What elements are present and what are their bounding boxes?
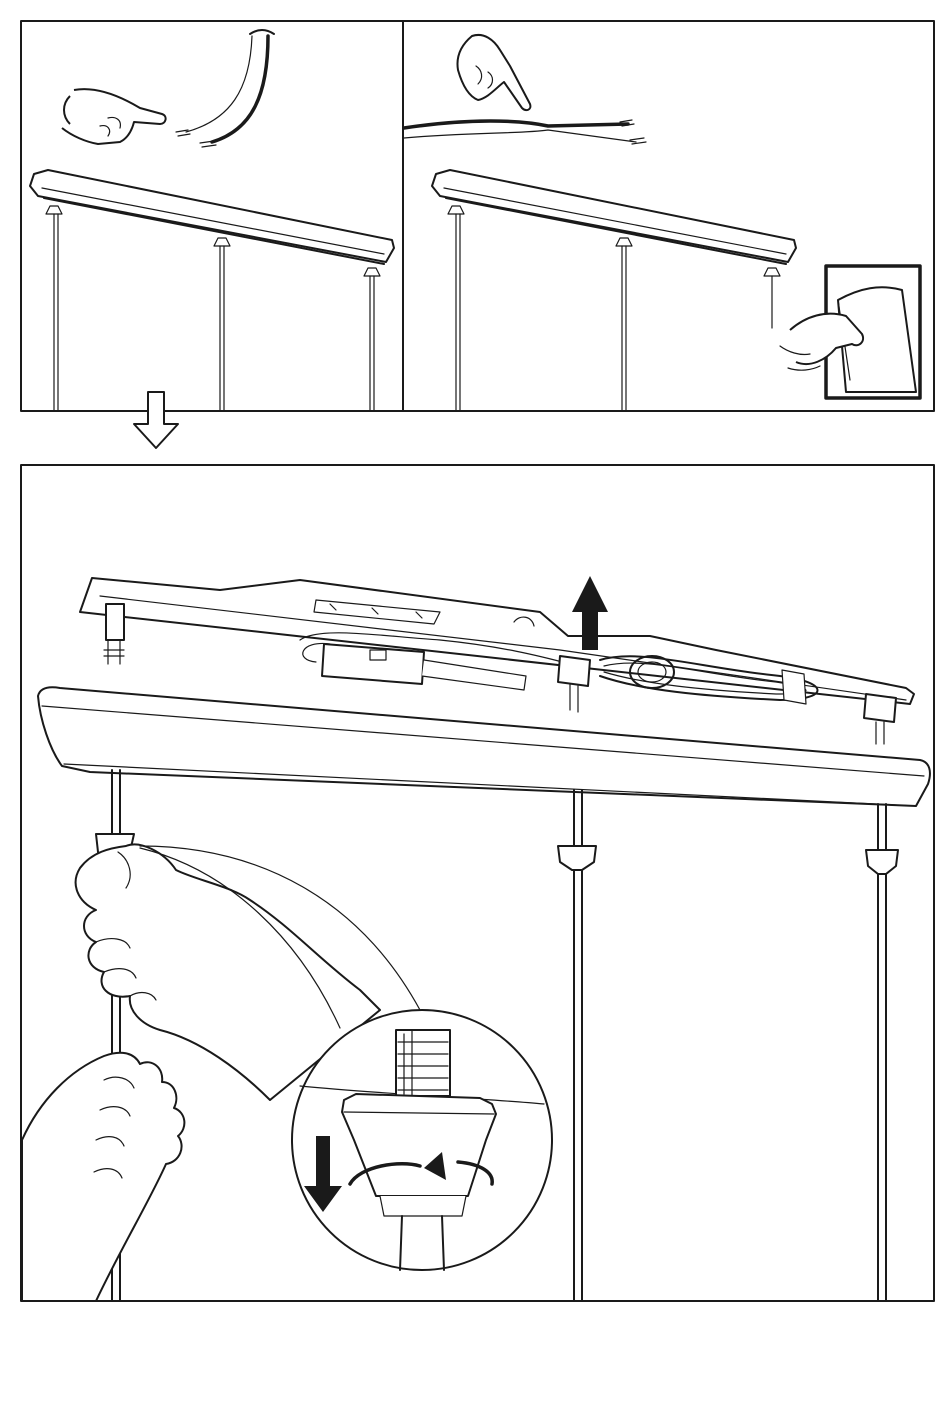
lamp-wire: [404, 120, 646, 144]
lamp-bar: [30, 170, 394, 411]
pointing-hand-icon: [62, 89, 166, 144]
ceiling-wire: [176, 30, 274, 147]
panel-3: [21, 465, 934, 1301]
panel-2: [403, 21, 934, 411]
magnified-detail: [292, 1010, 552, 1270]
lamp-canopy: [38, 687, 930, 806]
cord-grip-left: [104, 604, 124, 664]
lamp-bar: [432, 170, 796, 411]
hand-lower: [22, 1053, 184, 1301]
arrow-down-icon: [134, 392, 178, 448]
pendant-rod-middle: [558, 790, 596, 1301]
cord-grip-right: [864, 694, 896, 744]
panel-1: [21, 21, 403, 411]
pendant-rod-right: [866, 804, 898, 1301]
cord-grip-middle: [558, 656, 590, 712]
pointing-hand-icon: [458, 35, 531, 110]
manual-page-icon: [780, 266, 920, 398]
